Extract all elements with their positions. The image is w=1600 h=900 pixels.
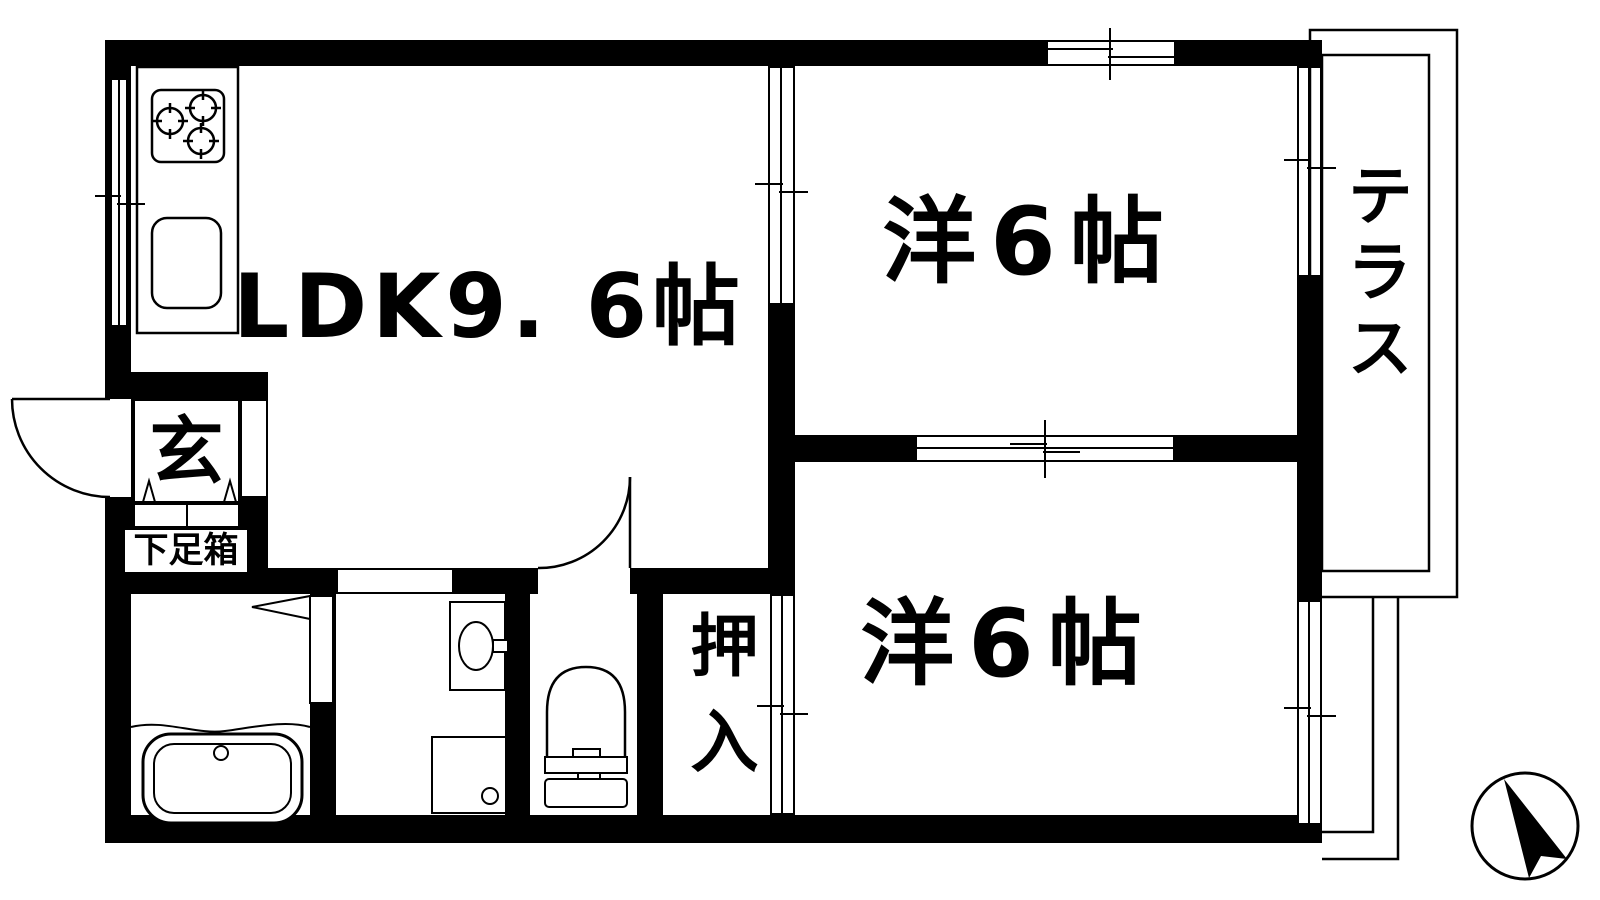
- washroom-opening: [338, 568, 452, 594]
- terrace-label: テラス: [1336, 160, 1413, 389]
- ldk-label: LDK9. 6帖: [233, 255, 745, 358]
- wall-ldk-bottom-c: [630, 568, 795, 594]
- toilet: [544, 665, 628, 808]
- shoebox-label: 下足箱: [133, 530, 239, 571]
- bathtub: [130, 723, 311, 825]
- bedroom-top-label: 洋6帖: [882, 188, 1178, 297]
- window-glazing-lines: [95, 28, 1336, 823]
- genkan-floor: [133, 399, 240, 503]
- north-arrow-icon: [1470, 771, 1580, 881]
- wall-rooms-divider-b: [1175, 435, 1297, 462]
- wall-ldk-room-divider: [768, 305, 795, 594]
- wall-rooms-divider-a: [795, 435, 915, 462]
- genkan-step-marks: [142, 477, 237, 528]
- toilet-door-opening: [538, 568, 630, 594]
- bedroom-bottom-label: 洋6帖: [860, 590, 1156, 699]
- terrace-outline: [1308, 28, 1459, 861]
- genkan-label: 玄: [149, 409, 224, 495]
- washbasin: [449, 601, 509, 691]
- wall-washroom-toilet: [505, 594, 530, 815]
- entry-door-swing: [10, 397, 111, 499]
- shoebox-box: [125, 530, 247, 572]
- kitchen-counter: [135, 65, 240, 335]
- oshiire-label: 押入: [678, 610, 757, 802]
- bath-folding-door: [251, 594, 334, 704]
- entry-door-opening: [105, 399, 131, 497]
- genkan-ledge: [240, 399, 268, 498]
- toilet-door-swing: [537, 476, 632, 570]
- wall-bottom: [105, 815, 1322, 843]
- wall-toilet-oshiire: [637, 594, 663, 815]
- wall-ldk-bottom-b: [452, 568, 538, 594]
- washing-machine: [431, 736, 507, 814]
